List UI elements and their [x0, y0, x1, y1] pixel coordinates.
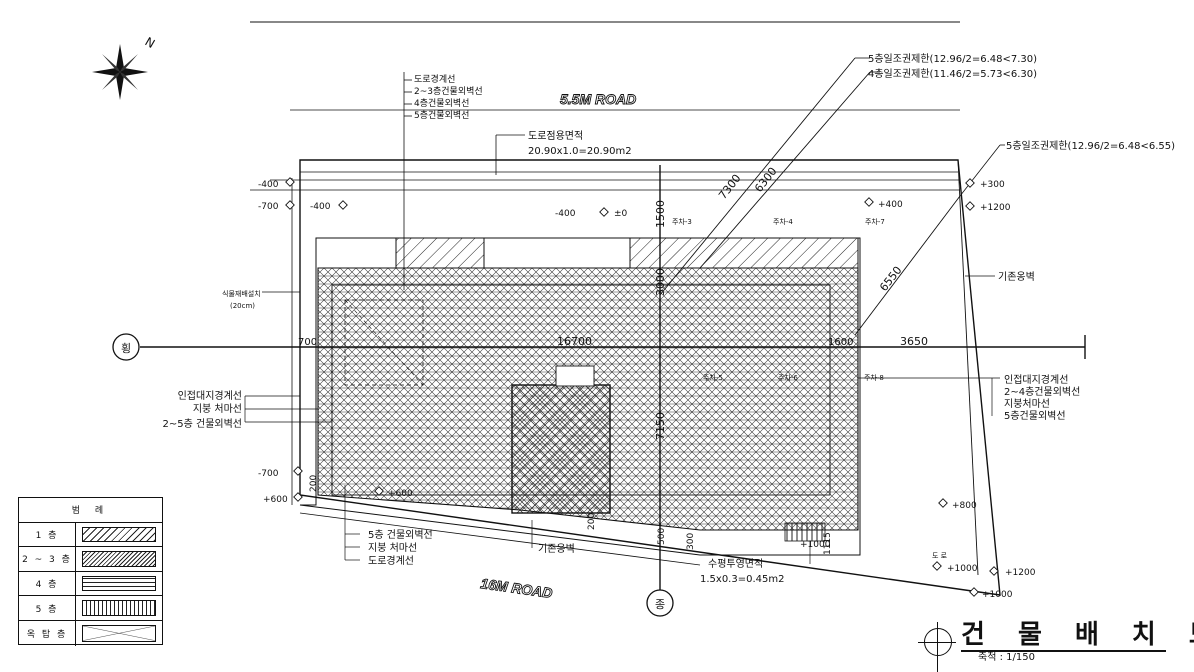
- legend-row-1f: 1 층: [19, 522, 162, 548]
- legend-label-2-3f: 2 ~ 3 층: [19, 547, 76, 571]
- legend-swatch-rooftop: [76, 621, 162, 646]
- west-callout-3: 2~5층 건물외벽선: [163, 418, 242, 430]
- road-boundary-callout: 도로경계선 2~3층건물외벽선 4층건물외벽선 5층건물외벽선: [414, 73, 483, 121]
- road-east-label: 도 로: [932, 552, 948, 560]
- title-underline: [961, 650, 1166, 652]
- dim-16700: 16700: [557, 335, 592, 348]
- east-callout-2: 2~4층건물외벽선: [1004, 386, 1080, 398]
- west-callout-1: 인접대지경계선: [178, 389, 242, 402]
- level-13: +1000: [800, 540, 831, 550]
- title-symbol-vertical: [937, 622, 938, 672]
- legend-label-rooftop: 옥 탑 층: [19, 620, 76, 646]
- legend-swatch-4f: [76, 572, 162, 596]
- callout-road-boundary-4: 5층건물외벽선: [414, 109, 469, 121]
- level-1: -400: [258, 180, 279, 190]
- level-8: +1200: [980, 203, 1011, 213]
- level-9: -700: [258, 469, 279, 479]
- callout-road-boundary-2: 2~3층건물외벽선: [414, 85, 483, 97]
- legend-label-1f: 1 층: [19, 522, 76, 547]
- legend-row-5f: 5 층: [19, 596, 162, 621]
- legend-label-5f: 5 층: [19, 596, 76, 620]
- level-5: ±0: [614, 209, 628, 219]
- level-12: +800: [952, 501, 977, 511]
- south-callout-3: 도로경계선: [368, 554, 414, 567]
- legend-row-2-3f: 2 ~ 3 층: [19, 547, 162, 572]
- east-callout-1: 인접대지경계선: [1004, 373, 1068, 386]
- level-6: +400: [878, 200, 903, 210]
- existing-wall-south: 기존옹벽: [538, 543, 575, 555]
- legend-row-rooftop: 옥 탑 층: [19, 620, 162, 646]
- dim-700: 700: [298, 337, 317, 348]
- legend-swatch-2-3f: [76, 547, 162, 571]
- projection-value: 1.5x0.3=0.45m2: [700, 574, 784, 585]
- dim-3000: 3000: [654, 268, 667, 296]
- legend-swatch-1f: [76, 523, 162, 547]
- legend-row-4f: 4 층: [19, 571, 162, 597]
- road-area-value: 20.90x1.0=20.90m2: [528, 146, 632, 157]
- legend-table: 범 례 1 층 2 ~ 3 층 4 층 5 층 옥 탑 층: [18, 497, 163, 646]
- parking-4: 주차-4: [773, 217, 793, 226]
- east-callout-4: 5층건물외벽선: [1004, 410, 1066, 422]
- sunlight-5f-north: 5층일조권제한(12.96/2=6.48<7.30): [868, 53, 1037, 65]
- level-11: +600: [388, 489, 413, 499]
- dim-6550: 6550: [877, 264, 904, 294]
- title-block: 건 물 배 치 도: [916, 612, 1194, 672]
- sunlight-5f-east: 5층일조권제한(12.96/2=6.48<6.55): [1006, 140, 1175, 152]
- legend-header: 범 례: [19, 498, 162, 523]
- level-15: +1200: [1005, 568, 1036, 578]
- north-road-label: 5.5M ROAD: [560, 91, 636, 107]
- planting-label: 식물재배설치: [222, 289, 261, 298]
- dim-7150: 7150: [654, 412, 667, 440]
- south-callout-1: 5층 건물외벽선: [368, 529, 433, 541]
- south-axis-label: 종: [655, 598, 665, 611]
- drawing-title: 건 물 배 치 도: [961, 620, 1194, 650]
- level-16: +1000: [982, 590, 1013, 600]
- legend-swatch-5f: [76, 596, 162, 620]
- dim-300: 300: [686, 533, 696, 550]
- level-4: -400: [555, 209, 576, 219]
- west-axis-marker: [112, 333, 140, 361]
- callout-road-boundary-3: 4층건물외벽선: [414, 97, 469, 109]
- north-arrow-icon: N: [92, 34, 157, 100]
- level-14: +1000: [947, 564, 978, 574]
- drawing-scale: 축척 : 1/150: [978, 652, 1035, 663]
- south-callout-2: 지붕 처마선: [368, 542, 417, 554]
- title-symbol-horizontal: [918, 642, 956, 643]
- dim-3650: 3650: [900, 335, 928, 348]
- parking-5: 주차-5: [703, 373, 723, 382]
- parking-6: 주차-6: [778, 373, 798, 382]
- parking-7: 주차-7: [865, 217, 885, 226]
- sunlight-4f-north: 4층일조권제한(11.46/2=5.73<6.30): [868, 68, 1037, 80]
- west-axis-label: 횡: [121, 342, 131, 355]
- level-7: +300: [980, 180, 1005, 190]
- dim-1115: 1115: [823, 532, 833, 555]
- legend-label-4f: 4 층: [19, 571, 76, 596]
- north-label: N: [143, 34, 158, 51]
- dim-7300: 7300: [716, 172, 743, 202]
- existing-wall-east: 기존옹벽: [998, 271, 1035, 283]
- road-area-title: 도로점용면적: [528, 130, 583, 142]
- west-callout-2: 지붕 처마선: [193, 403, 242, 415]
- south-axis-marker: [646, 589, 674, 617]
- parking-8: 주차-8: [864, 373, 884, 382]
- level-2: -700: [258, 202, 279, 212]
- dim-1600: 1600: [828, 337, 853, 348]
- parking-3: 주차-3: [672, 217, 692, 226]
- level-10: +600: [263, 495, 288, 505]
- callout-road-boundary-1: 도로경계선: [414, 73, 455, 85]
- planting-sub: (20cm): [230, 302, 255, 310]
- dim-200b: 200: [587, 513, 597, 530]
- level-3: -400: [310, 202, 331, 212]
- east-callout-3: 지붕처마선: [1004, 398, 1050, 410]
- dim-200a: 200: [309, 475, 319, 492]
- dim-500: 500: [657, 528, 667, 545]
- south-road-label: 16M ROAD: [480, 575, 554, 601]
- projection-title: 수평투영면적: [708, 558, 763, 570]
- dim-1500: 1500: [654, 200, 667, 228]
